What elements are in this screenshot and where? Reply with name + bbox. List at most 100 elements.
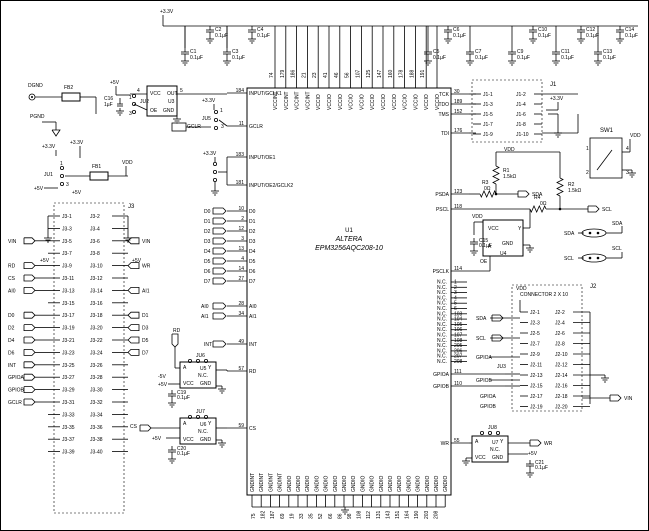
vcc-pin-label: VCCIO <box>435 94 441 110</box>
j3-pin: J3-32 <box>90 400 103 406</box>
u1-right-pin-name: PSCL <box>436 207 449 213</box>
u1-left-pin-num: 10 <box>238 206 244 212</box>
gnd-pin-label: GNDIO <box>324 476 330 493</box>
signal-arrow <box>212 237 227 245</box>
j3-pin: J3-24 <box>90 350 103 356</box>
u1-right-pin-name: GPIOA <box>433 372 450 378</box>
signal-arrow <box>23 286 36 294</box>
u1-right-pin-name: TMS <box>438 112 449 118</box>
buf-y: Y <box>208 365 212 371</box>
u1-right-pin-name: PSDA <box>435 192 449 198</box>
cap-ref: C7 <box>475 49 482 55</box>
j3-ref: J3 <box>128 204 135 210</box>
pin-number: 203 <box>424 510 430 519</box>
supply-label: +3.3V <box>42 144 56 150</box>
j3-net-left: GPIOA <box>8 375 25 381</box>
j2-box <box>511 284 583 412</box>
jumper-pin <box>131 102 136 107</box>
j2-vin: VIN <box>624 396 633 402</box>
j3-net-left: D4 <box>8 338 15 344</box>
j3-pin: J3-31 <box>62 400 75 406</box>
u6-cs: CS <box>130 424 138 430</box>
j2-pin: J2-7 <box>530 342 540 348</box>
u4-oe: OE <box>480 259 488 265</box>
u4-y: Y <box>518 226 522 232</box>
u5-body <box>179 361 217 389</box>
bus-label: D7 <box>204 279 211 285</box>
resistor <box>479 190 497 198</box>
resistor <box>556 177 564 197</box>
nc-pin-label: N.C. <box>437 348 447 354</box>
j1-pin: J1-5 <box>483 112 493 118</box>
gnd-pin-label: GNDIO <box>416 476 422 493</box>
jumper-pin <box>131 110 136 115</box>
j2-title: CONNECTOR 2 X 10 <box>520 292 568 298</box>
cap-value: 0.1µF <box>453 33 466 39</box>
pin-number: 56 <box>345 72 351 78</box>
junction-dot <box>588 231 592 235</box>
u1-right-pin-name: GPIOB <box>433 384 450 390</box>
pin-number: 46 <box>334 72 340 78</box>
gnd-pin-label: GNDIO <box>443 476 449 493</box>
bus-label: D5 <box>204 259 211 265</box>
j3-pin: J3-8 <box>90 251 100 257</box>
cap-ref: C15 <box>479 238 488 244</box>
u4-a: A <box>488 244 492 250</box>
u1-left-pin-name: D6 <box>249 269 256 275</box>
u1-right-pin-num: 118 <box>454 204 462 210</box>
pin-number: 5 <box>180 88 183 94</box>
j1-pin: J1-9 <box>483 132 493 138</box>
nc-pin-label: N.C. <box>437 317 447 323</box>
j3-net-right: VIN <box>142 239 151 245</box>
signal-arrow <box>127 311 140 319</box>
pin-number: 164 <box>405 510 411 519</box>
jumper-pin <box>212 177 217 182</box>
cap-value: 0.1µF <box>586 33 599 39</box>
junction-dot <box>596 231 600 235</box>
c16-ref: C16 <box>104 96 113 102</box>
j3-net-right: WR <box>142 264 151 270</box>
u1-left-pin-name: CS <box>249 426 257 432</box>
cap-ref: C21 <box>535 460 544 466</box>
j3-p5r: +5V <box>132 258 142 264</box>
j3-pin: J3-34 <box>90 412 103 418</box>
u1-left-pin-name: INPUT/OE2/GCLK2 <box>249 183 293 189</box>
jumper-pin <box>60 165 65 170</box>
nc-pin-num: 103 <box>454 311 463 317</box>
nc-pin-label: N.C. <box>437 354 447 360</box>
u3-ref: U3 <box>168 99 175 105</box>
gnd-pin-label: GNDINT <box>268 473 274 492</box>
cap-ref: C6 <box>453 27 460 33</box>
j3-net-left: GCLR <box>8 400 22 406</box>
cap-value: 0.1µF <box>625 33 638 39</box>
cap-value: 0.1µF <box>603 55 616 61</box>
gnd-pin-label: GNDIO <box>305 476 311 493</box>
u5-p5: +5V <box>158 382 168 388</box>
u1-left-pin-num: 27 <box>238 276 244 282</box>
pin-number: 179 <box>280 69 286 78</box>
sda-arrow <box>517 190 530 198</box>
bus-label: INT <box>204 342 212 348</box>
pin-number: 23 <box>312 72 318 78</box>
pin-number: 3 <box>129 111 132 117</box>
supply-label: +5V <box>34 186 44 192</box>
signal-arrow <box>127 286 140 294</box>
ju8-label: JU8 <box>488 425 497 431</box>
pin-number: 86 <box>337 513 343 519</box>
u7-p5: +5V <box>528 451 538 457</box>
cap-value: 0.1µF <box>177 451 190 457</box>
sw1-lever <box>596 149 613 171</box>
j3-pin: J3-33 <box>62 412 75 418</box>
pin-number: 1 <box>586 146 589 152</box>
nc-pin-label: N.C. <box>437 290 447 296</box>
nc-pin-label: N.C. <box>437 301 447 307</box>
gnd-pin-label: GNDINT <box>259 473 265 492</box>
jumper-pin <box>187 358 192 363</box>
cap-value: 0.1µF <box>517 55 530 61</box>
gnd-pin-label: GNDIO <box>425 476 431 493</box>
j3-pin: J3-35 <box>62 425 75 431</box>
j1-pin: J1-8 <box>516 122 526 128</box>
pin-number: 187 <box>270 510 276 519</box>
scl-arrow <box>587 205 600 213</box>
signal-arrow <box>23 348 36 356</box>
